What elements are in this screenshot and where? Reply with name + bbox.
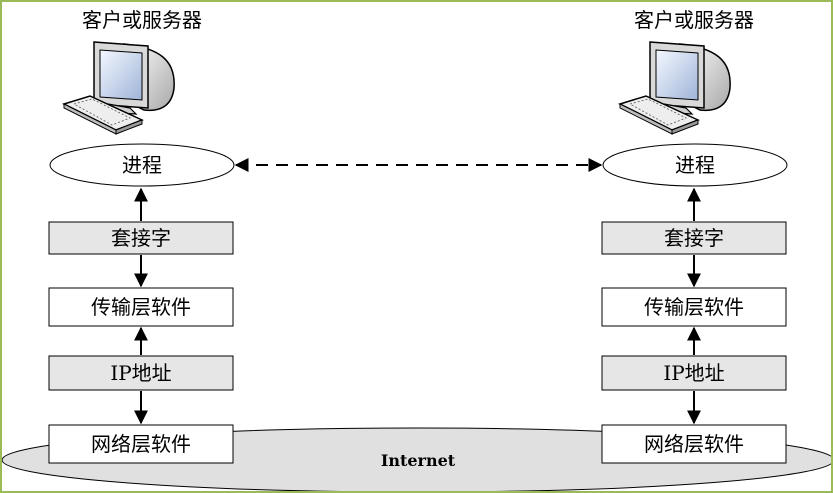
- right-network-label: 网络层软件: [644, 432, 744, 456]
- internet-label: Internet: [381, 451, 456, 470]
- right-ip-box: [601, 355, 787, 391]
- right-ip-label: IP地址: [663, 361, 724, 385]
- right-socket-box: [601, 221, 787, 255]
- left-socket-box: [48, 221, 234, 255]
- left-process-node: [49, 143, 235, 187]
- right-computer-icon: [617, 41, 731, 135]
- left-computer-icon: [61, 41, 175, 135]
- right-process-label: 进程: [675, 153, 715, 177]
- left-transport-label: 传输层软件: [91, 295, 191, 319]
- right-transport-box: [601, 287, 787, 327]
- right-host-title: 客户或服务器: [634, 8, 754, 32]
- left-network-box: [48, 424, 234, 464]
- right-process-node: [602, 143, 788, 187]
- left-process-label: 进程: [122, 153, 162, 177]
- right-network-box: [601, 424, 787, 464]
- left-socket-label: 套接字: [111, 226, 171, 250]
- left-network-label: 网络层软件: [91, 432, 191, 456]
- right-transport-label: 传输层软件: [644, 295, 744, 319]
- left-ip-label: IP地址: [110, 361, 171, 385]
- left-host-title: 客户或服务器: [82, 8, 202, 32]
- left-ip-box: [48, 355, 234, 391]
- right-socket-label: 套接字: [664, 226, 724, 250]
- left-transport-box: [48, 287, 234, 327]
